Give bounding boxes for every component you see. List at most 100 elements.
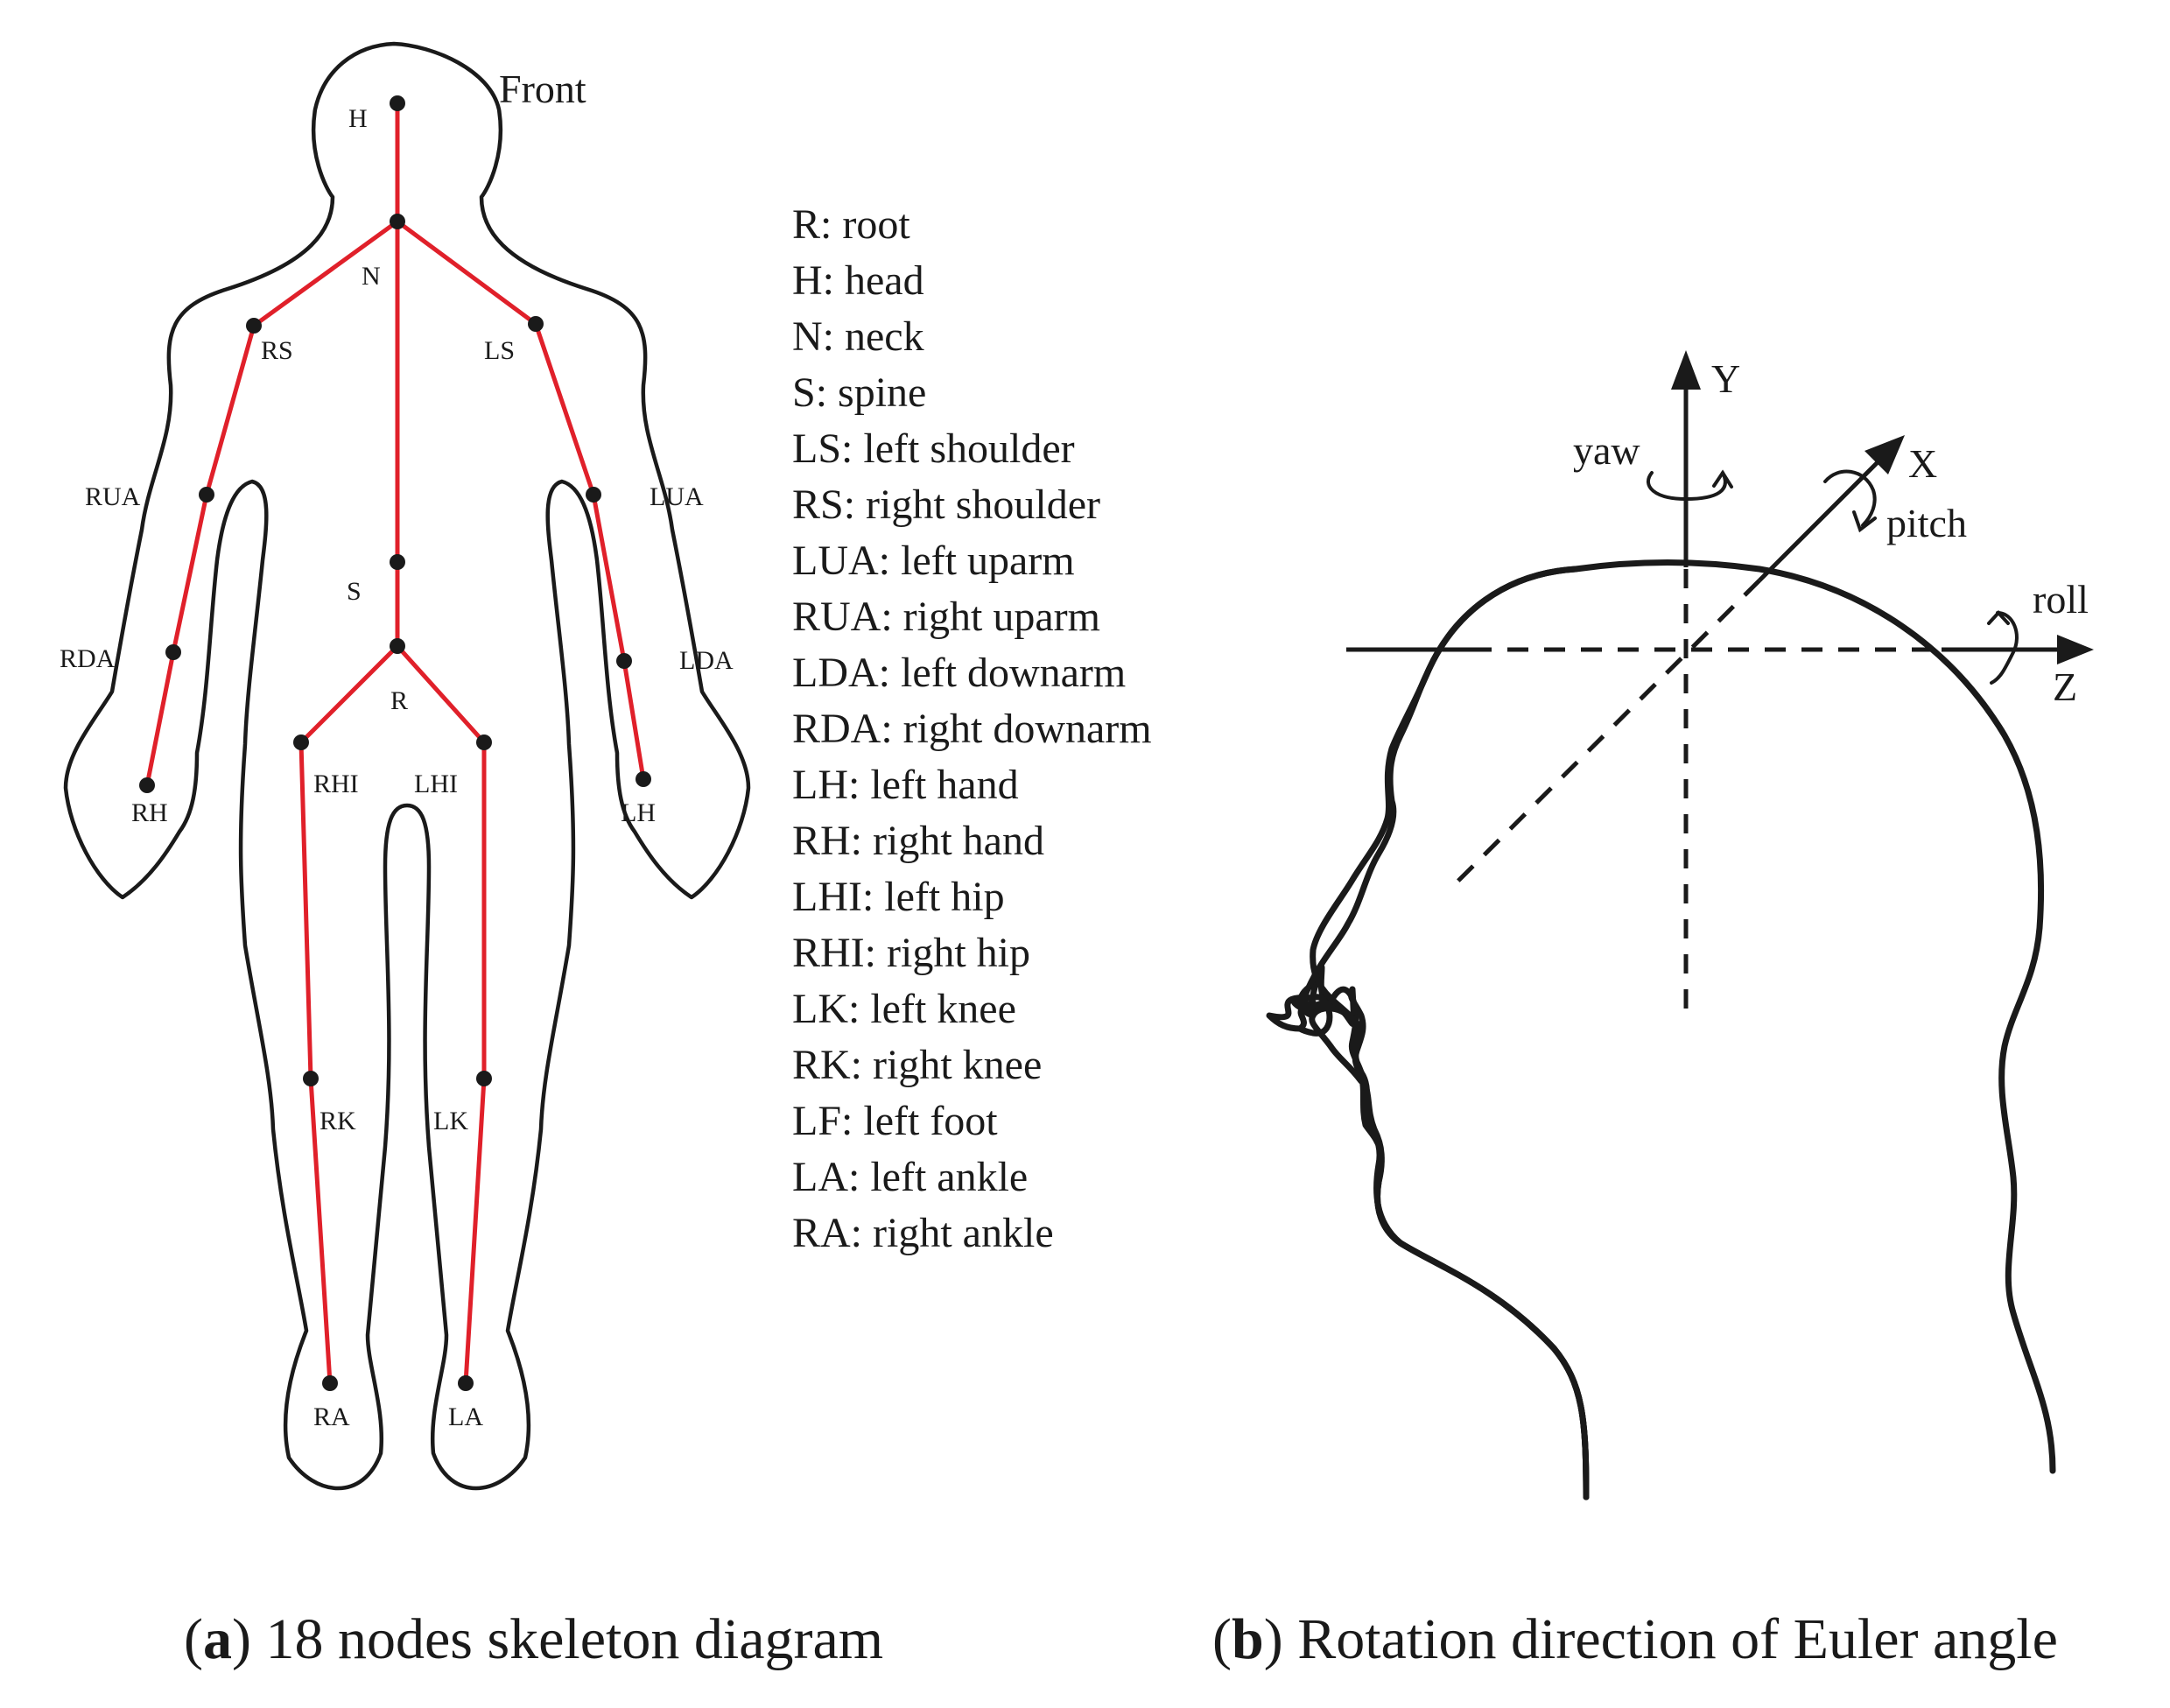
caption-panel-b: (b) Rotation direction of Euler angle [1212, 1606, 2058, 1673]
legend-item: H: head [792, 257, 924, 304]
roll-arrowhead-icon [1987, 610, 2010, 625]
x-axis-label: X [1908, 441, 1937, 486]
node-label-lua: LUA [650, 482, 704, 511]
legend-item: LDA: left downarm [792, 650, 1127, 696]
joint-root [390, 638, 405, 654]
legend-item: LUA: left uparm [792, 538, 1075, 584]
joint-rhi [293, 735, 309, 750]
caption-a-close-paren: ) [231, 1607, 251, 1671]
legend-item: RDA: right downarm [792, 706, 1152, 752]
axis-arrowheads [1671, 350, 2094, 664]
caption-b-letter: b [1231, 1607, 1264, 1671]
joint-rh [139, 777, 155, 793]
bone-lk-la [463, 1076, 487, 1386]
yaw-label: yaw [1573, 428, 1640, 473]
bone-lua-lda [591, 492, 627, 664]
pitch-arrowhead-icon [1852, 510, 1877, 533]
joint-lua [586, 487, 601, 503]
node-label-rda: RDA [60, 644, 116, 673]
axis-labels: Y X Z yaw pitch roll [1573, 356, 2089, 709]
bone-rua-rda [171, 492, 209, 655]
legend-item: R: root [792, 201, 910, 248]
node-label-s: S [347, 577, 362, 606]
body-outline [63, 41, 751, 1491]
face-profile [1310, 566, 1590, 1501]
legend-item: LHI: left hip [792, 874, 1005, 920]
yaw-arrowhead-icon [1712, 469, 1733, 489]
yaw-arrow-icon [1646, 471, 1727, 502]
legend-item: RUA: right uparm [792, 594, 1100, 640]
joint-la [458, 1375, 474, 1391]
caption-b-close-paren: ) [1263, 1607, 1283, 1671]
joint-rk [303, 1071, 319, 1086]
node-label-rs: RS [261, 336, 293, 365]
bone-neck-ls [395, 219, 538, 327]
node-label-r: R [390, 686, 408, 715]
bone-rhi-rk [298, 740, 313, 1081]
pitch-label: pitch [1886, 501, 1967, 545]
joint-head [390, 95, 405, 111]
legend-item: LF: left foot [792, 1098, 998, 1144]
bone-root-rhi [298, 643, 400, 745]
bone-lda-lh [622, 658, 646, 782]
node-label-n: N [362, 262, 381, 291]
legend-item: LH: left hand [792, 762, 1019, 808]
joint-neck [390, 214, 405, 229]
node-label-ls: LS [484, 336, 515, 365]
joint-rs [246, 318, 262, 334]
legend-item: N: neck [792, 313, 924, 360]
node-label-rh: RH [131, 798, 168, 827]
bone-rk-ra [308, 1076, 333, 1386]
legend-item: RA: right ankle [792, 1210, 1054, 1256]
joint-lda [616, 653, 632, 669]
node-label-lda: LDA [679, 646, 734, 675]
x-axis-line [1758, 452, 1888, 582]
legend-item: LA: left ankle [792, 1154, 1029, 1200]
legend-item: RHI: right hip [792, 930, 1030, 976]
legend-item: RK: right knee [792, 1042, 1043, 1088]
node-label-h: H [348, 104, 368, 133]
roll-arrow-icon [1990, 611, 2019, 685]
joint-ra [322, 1375, 338, 1391]
legend-item: S: spine [792, 369, 927, 416]
node-label-rua: RUA [85, 482, 141, 511]
caption-a-open-paren: ( [184, 1607, 203, 1671]
caption-a-text: 18 nodes skeleton diagram [265, 1607, 884, 1671]
head-profile [1266, 559, 2056, 1501]
skeleton [144, 101, 646, 1386]
node-label-la: LA [448, 1402, 483, 1431]
y-axis-label: Y [1711, 356, 1740, 401]
joint-ls [528, 316, 544, 332]
legend-item: LK: left knee [792, 986, 1016, 1032]
bone-neck-rs [251, 219, 400, 328]
node-label-rhi: RHI [313, 770, 359, 798]
axes [1346, 368, 2079, 1024]
legend-item: RS: right shoulder [792, 481, 1101, 528]
bone-root-lhi [395, 643, 487, 745]
x-arrowhead-icon [1865, 435, 1905, 474]
node-label-lhi: LHI [414, 770, 458, 798]
node-label-ra: RA [313, 1402, 350, 1431]
joint-spine [390, 554, 405, 570]
caption-panel-a: (a) 18 nodes skeleton diagram [184, 1606, 883, 1673]
caption-b-text: Rotation direction of Euler angle [1297, 1607, 2058, 1671]
joint-lk [476, 1071, 492, 1086]
joint-lh [636, 771, 651, 787]
caption-a-letter: a [202, 1607, 232, 1671]
caption-b-open-paren: ( [1212, 1607, 1232, 1671]
y-arrowhead-icon [1671, 350, 1701, 390]
joints [139, 95, 651, 1391]
joint-lhi [476, 735, 492, 750]
roll-label: roll [2033, 577, 2089, 622]
joint-rua [199, 487, 214, 503]
z-axis-label: Z [2053, 664, 2077, 709]
front-label: Front [499, 67, 586, 111]
pitch-arrow-icon [1823, 469, 1877, 527]
bone-ls-lua [533, 321, 596, 497]
bone-rda-rh [144, 650, 176, 788]
x-axis-dashed [1451, 579, 1761, 888]
legend-item: RH: right hand [792, 818, 1044, 864]
z-arrowhead-icon [2057, 635, 2094, 664]
